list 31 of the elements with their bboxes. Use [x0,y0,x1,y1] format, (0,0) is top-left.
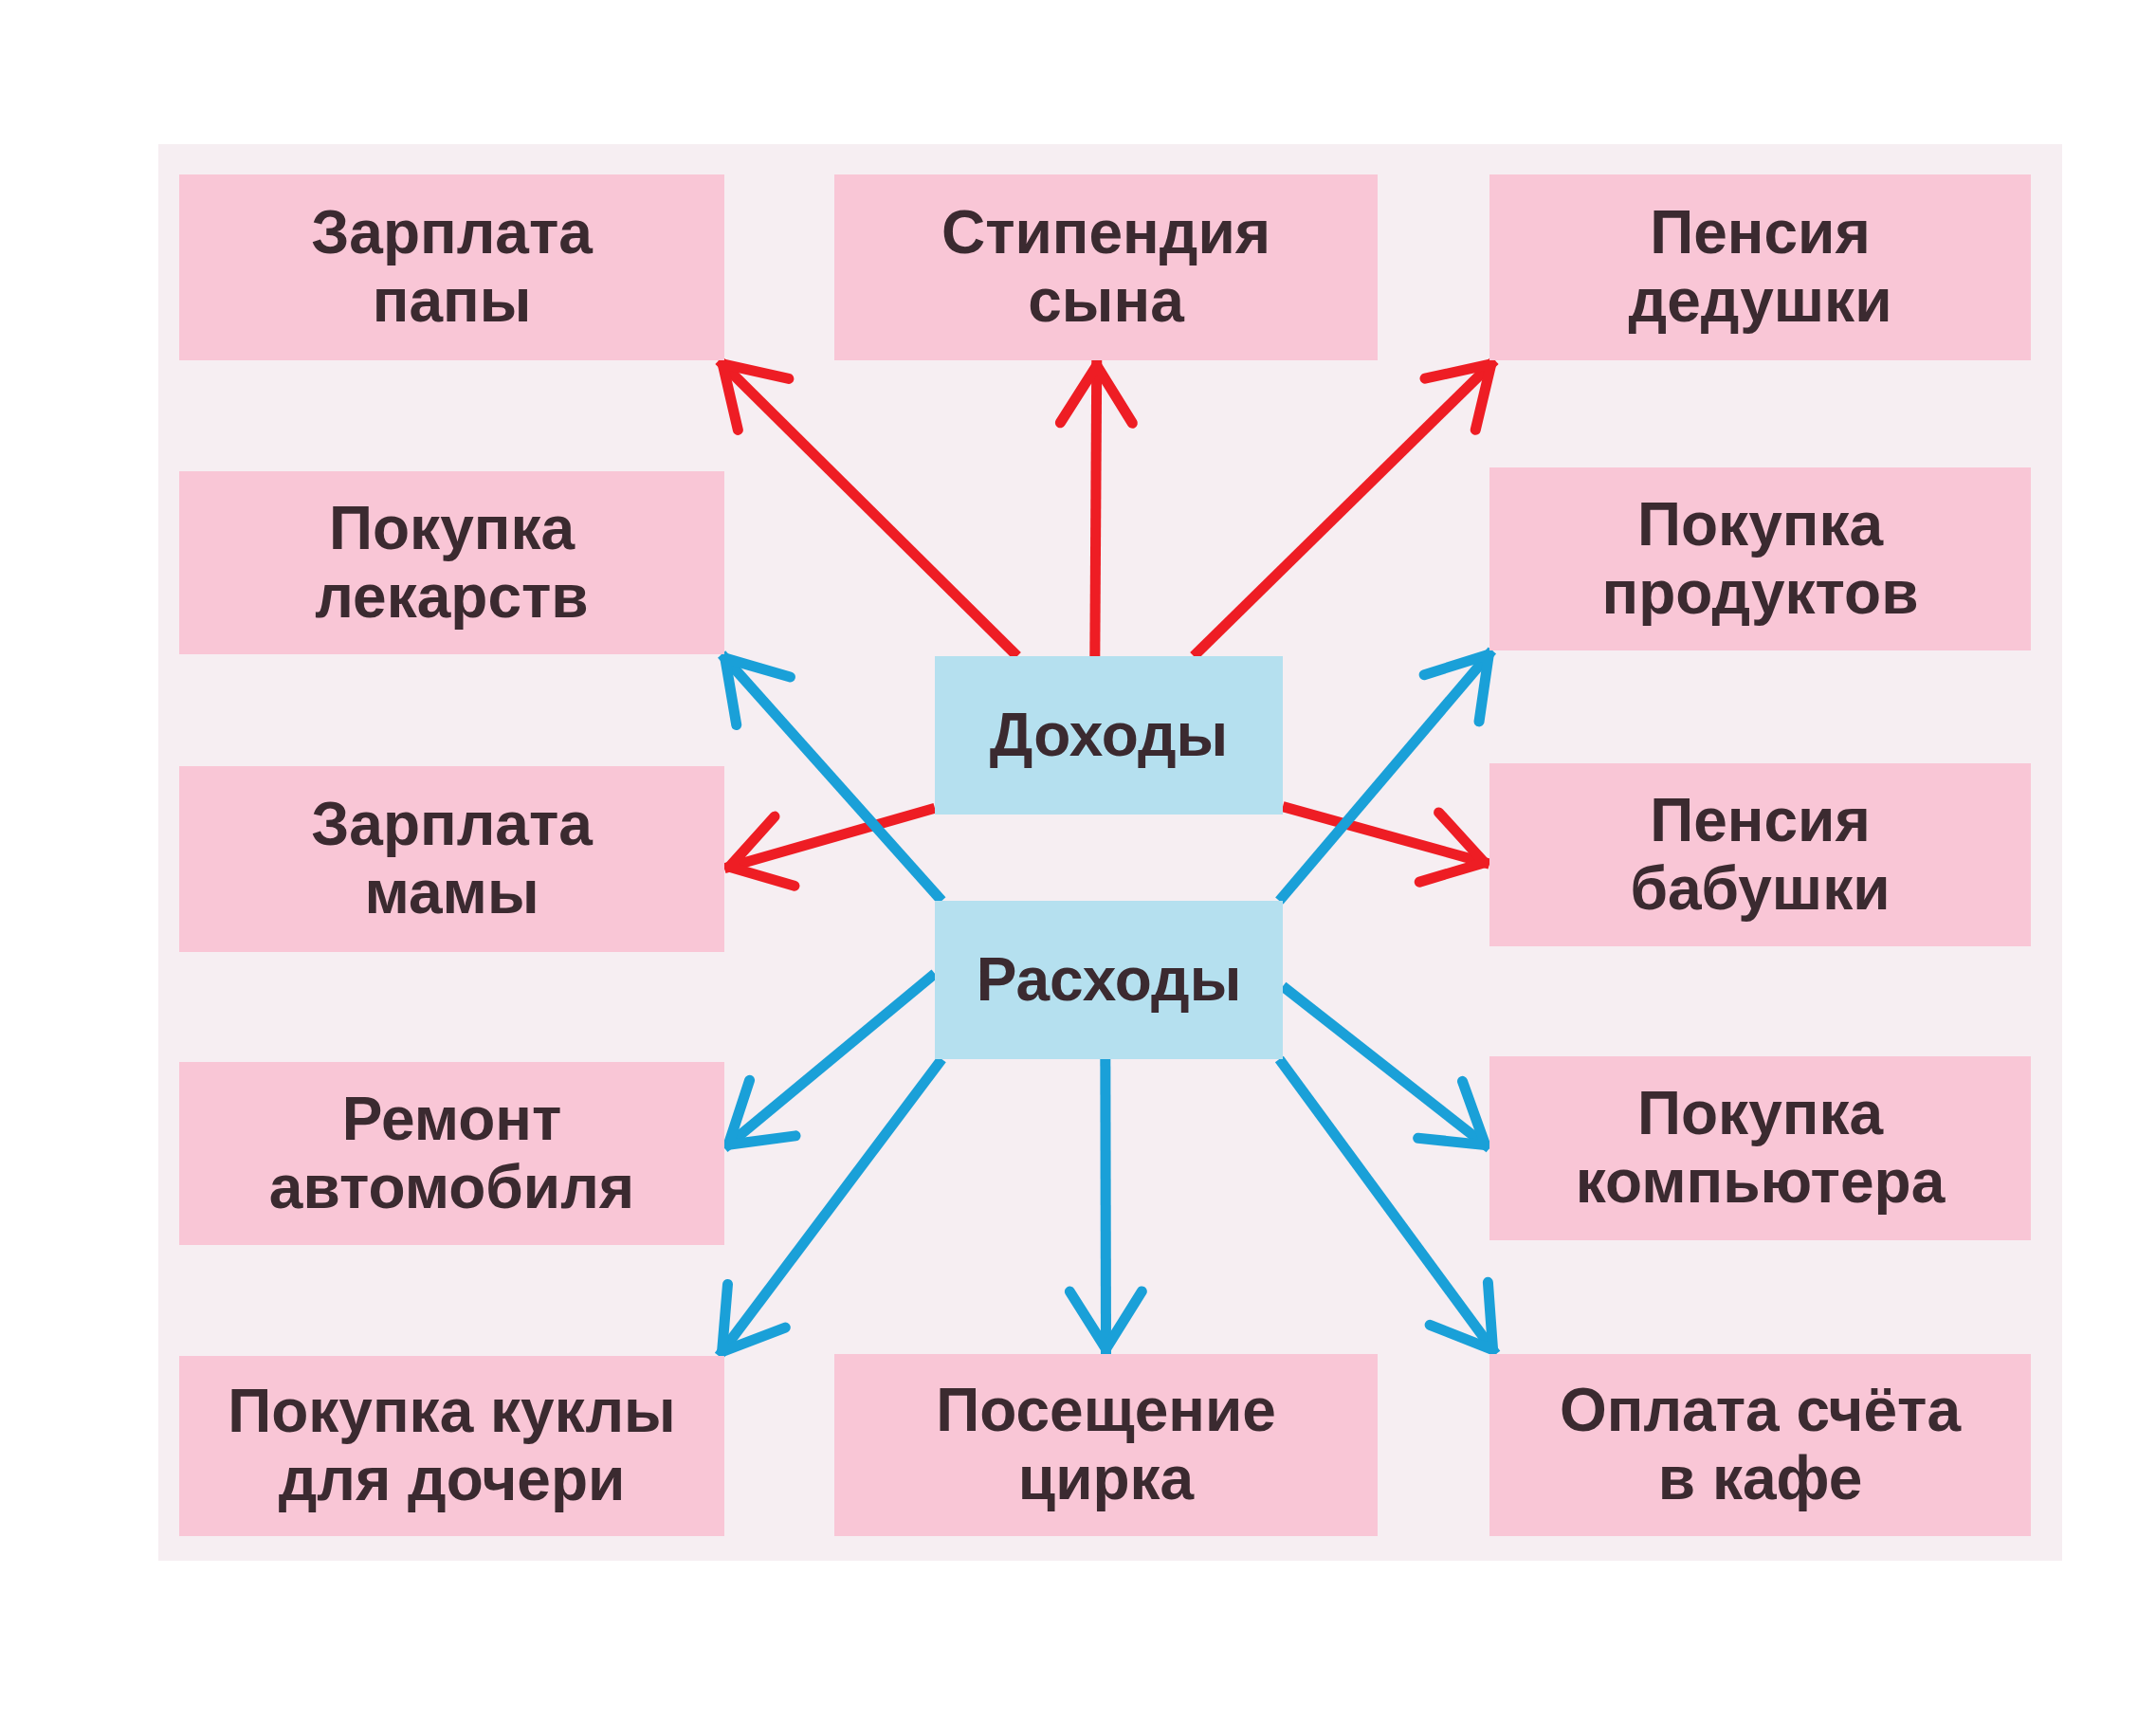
arrow [1275,647,1497,905]
category-box [179,174,724,360]
arrow [1054,359,1138,657]
category-label: Ремонт автомобиля [267,1085,636,1222]
category-box [179,766,724,952]
category-label: Пенсия бабушки [1629,786,1891,924]
category-box [1489,763,2031,946]
category-box [179,1062,724,1245]
heading-label: Расходы [976,945,1242,1015]
category-label: Зарплата папы [310,199,594,336]
category-label: Покупка куклы для дочери [227,1378,677,1514]
category-box [1489,467,2031,650]
category-box [179,1356,724,1536]
category-box [1489,1056,2031,1240]
category-box [1489,1354,2031,1536]
category-box [834,1354,1378,1536]
heading-box [935,656,1283,815]
category-label: Пенсия дедушки [1627,199,1893,336]
category-label: Покупка продуктов [1600,490,1920,628]
category-box [834,174,1378,360]
heading-label: Доходы [989,701,1229,770]
category-box [179,471,724,654]
category-label: Оплата счёта в кафе [1559,1377,1963,1513]
category-label: Зарплата мамы [310,791,594,927]
category-label: Стипендия сына [940,199,1272,336]
category-label: Посещение цирка [935,1377,1277,1513]
arrow [1064,1059,1147,1354]
heading-box [935,901,1283,1059]
category-label: Покупка лекарств [314,494,590,632]
category-label: Покупка компьютера [1574,1080,1946,1217]
category-box [1489,174,2031,360]
